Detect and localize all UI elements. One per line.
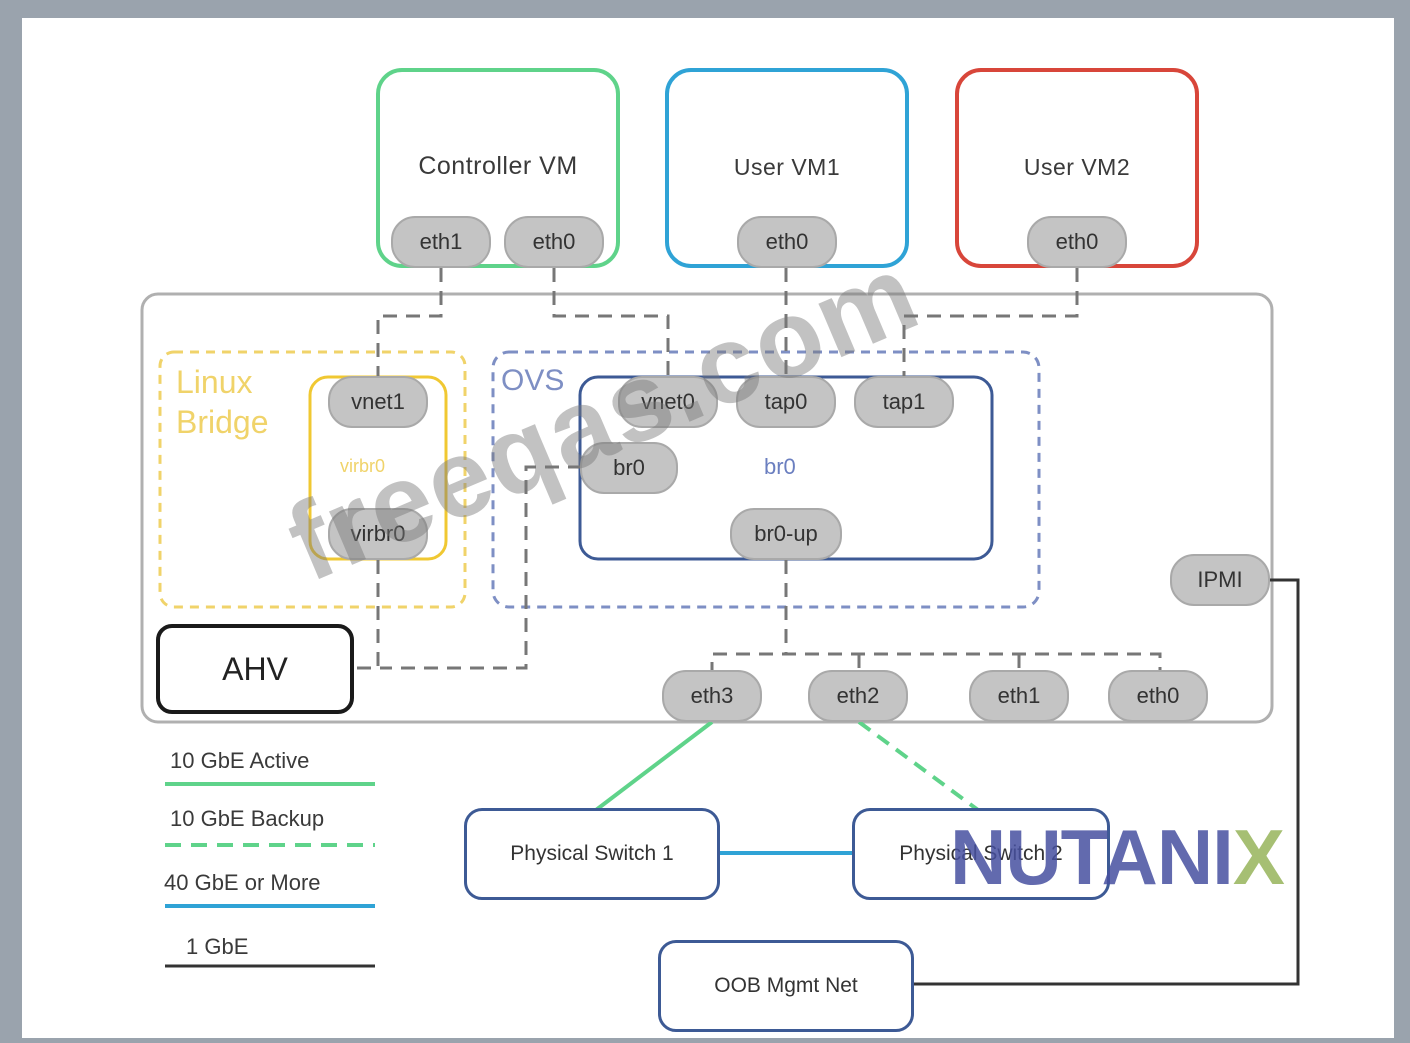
ovs-frame [491, 350, 1041, 609]
physical-switch-1: Physical Switch 1 [464, 808, 720, 900]
controller-vm-box: Controller VM [376, 68, 620, 268]
user-vm1-box: User VM1 [665, 68, 909, 268]
br0-inner-label: br0 [764, 454, 796, 479]
link-eth2-switch2 [857, 720, 980, 812]
uvm1-eth0-port: eth0 [737, 216, 837, 268]
legend-1g-label: 1 GbE [186, 934, 249, 959]
linux-bridge-frame [158, 350, 467, 609]
link-ipmi-oob [914, 578, 1300, 986]
cvm-eth0-port: eth0 [504, 216, 604, 268]
cvm-eth1-port: eth1 [391, 216, 491, 268]
nutanix-logo: NUTANIX [950, 813, 1285, 901]
uvm2-eth0-port: eth0 [1027, 216, 1127, 268]
ovs-title: OVS [501, 364, 565, 397]
physical-switch-2: Physical Switch 2 [852, 808, 1110, 900]
host-eth1-port: eth1 [969, 670, 1069, 722]
link-eth3-switch1 [594, 720, 714, 812]
host-eth2-port: eth2 [808, 670, 908, 722]
tap1-port: tap1 [854, 376, 954, 428]
legend-active-label: 10 GbE Active [170, 748, 310, 773]
br0-port: br0 [580, 442, 678, 494]
ipmi-port: IPMI [1170, 554, 1270, 606]
user-vm1-title: User VM1 [733, 154, 841, 180]
host-eth3-port: eth3 [662, 670, 762, 722]
oob-mgmt-net: OOB Mgmt Net [658, 940, 914, 1032]
ahv-label: AHV [222, 650, 288, 687]
legend-40g-label: 40 GbE or More [164, 870, 321, 895]
controller-vm-title: Controller VM [418, 152, 578, 180]
br0-up-port: br0-up [730, 508, 842, 560]
tap0-port: tap0 [736, 376, 836, 428]
vnet0-port: vnet0 [618, 376, 718, 428]
legend-backup-label: 10 GbE Backup [170, 806, 325, 831]
virbr0-inner-label: virbr0 [340, 456, 386, 476]
internal-links [352, 268, 1162, 676]
virbr0-port: virbr0 [328, 508, 428, 560]
vnet1-port: vnet1 [328, 376, 428, 428]
user-vm2-title: User VM2 [1023, 154, 1131, 180]
linux-bridge-title: Linux Bridge [176, 364, 269, 440]
ahv-label-box: AHV [156, 624, 354, 714]
host-eth0-port: eth0 [1108, 670, 1208, 722]
ahv-host-frame [140, 292, 1274, 724]
